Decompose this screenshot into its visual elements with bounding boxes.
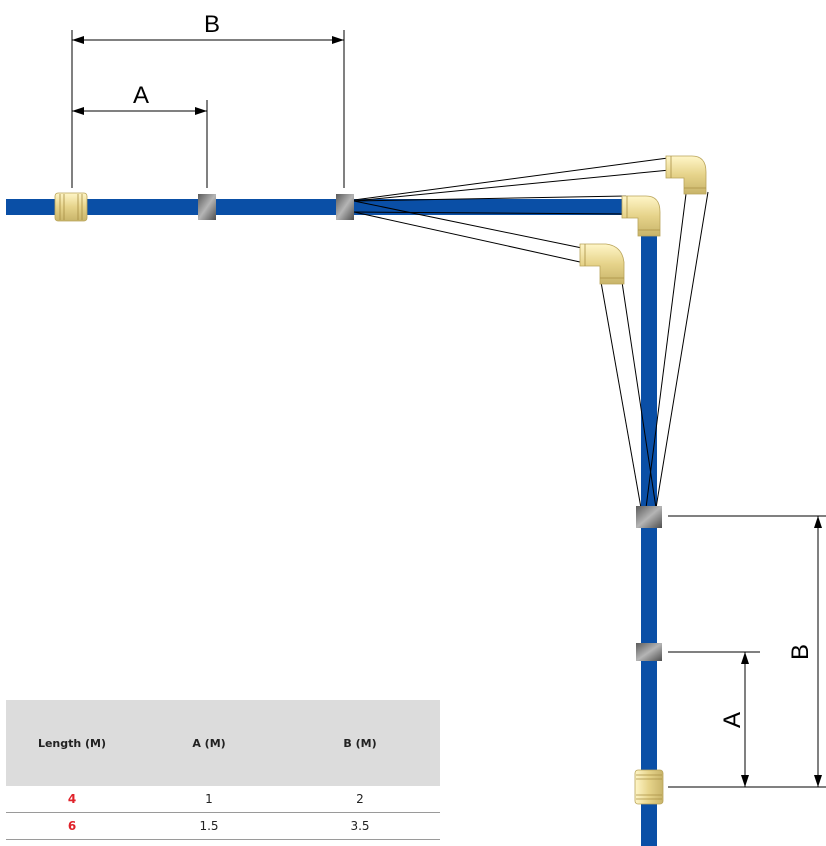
bend-guide-lines-side [600, 191, 709, 509]
clamp-b-vertical [636, 506, 662, 528]
vertical-dim-b-label: B [787, 644, 814, 660]
table-row: 6 1.5 3.5 [6, 812, 440, 840]
coupling-horizontal [54, 192, 88, 222]
horizontal-pipe [6, 199, 624, 215]
clamp-b-horizontal [336, 194, 354, 220]
cell-b: 3.5 [280, 812, 440, 840]
cell-b: 2 [280, 786, 440, 813]
bend-guide-lines-top [353, 157, 671, 263]
column-header-b: B (M) [280, 700, 440, 786]
cell-a: 1 [138, 786, 280, 813]
horizontal-dimensions [71, 30, 345, 188]
vertical-dim-a-label: A [719, 712, 746, 728]
horizontal-dim-a-label: A [133, 82, 149, 109]
column-header-a: A (M) [138, 700, 280, 786]
elbow-fitting-upper [665, 155, 707, 195]
table-header-row: Length (M) A (M) B (M) [6, 700, 440, 786]
vertical-dimensions [668, 515, 826, 788]
cell-a: 1.5 [138, 812, 280, 840]
horizontal-dim-b-label: B [204, 11, 220, 38]
coupling-vertical [634, 769, 664, 805]
clamp-a-vertical [636, 643, 662, 661]
cell-length: 4 [6, 786, 138, 813]
elbow-fitting-lower [579, 243, 625, 285]
elbow-fitting-main [621, 195, 661, 237]
vertical-pipe [641, 234, 657, 846]
cell-length: 6 [6, 812, 138, 840]
table-row: 4 1 2 [6, 786, 440, 813]
clamp-a-horizontal [198, 194, 216, 220]
bend-dimension-table: Length (M) A (M) B (M) 4 1 2 6 1.5 3.5 [6, 700, 440, 840]
column-header-length: Length (M) [6, 700, 138, 786]
